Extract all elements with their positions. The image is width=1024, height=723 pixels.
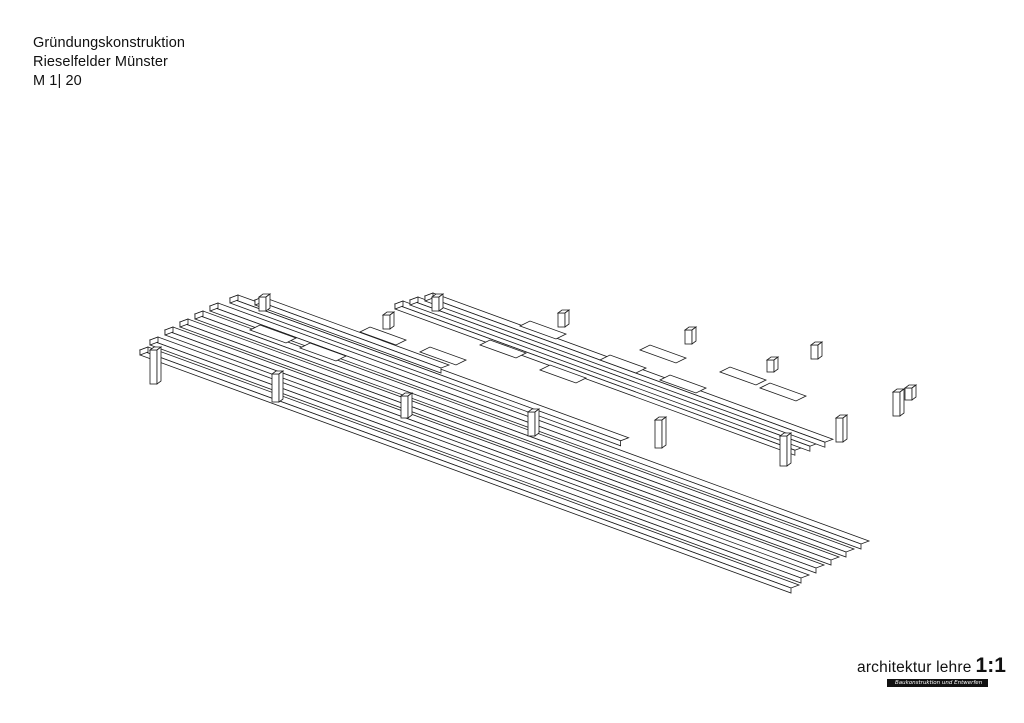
post [149, 349, 158, 385]
beam-side [164, 329, 817, 574]
post-side [899, 388, 905, 417]
beam-end [179, 318, 189, 328]
post [904, 387, 913, 401]
post-side [534, 408, 540, 437]
drawing-title: Gründungskonstruktion [33, 35, 186, 51]
drawing-scale: M 1| 20 [33, 73, 82, 89]
post [258, 296, 267, 312]
title-block: Gründungskonstruktion Rieselfelder Münst… [33, 34, 185, 91]
post [766, 359, 775, 373]
post [654, 419, 663, 449]
deck-board [298, 342, 348, 362]
beam-end [209, 302, 219, 312]
beam-side [179, 321, 832, 566]
post-side [389, 311, 395, 330]
post-side [842, 414, 848, 443]
post [400, 395, 409, 419]
deck-board [598, 354, 648, 374]
post-side [438, 293, 444, 312]
post [835, 417, 844, 443]
beam-end [194, 310, 204, 320]
post [810, 344, 819, 360]
post [779, 435, 788, 467]
post [382, 314, 391, 330]
beam-end [149, 336, 159, 346]
deck-board [248, 324, 298, 344]
post-side [691, 326, 697, 345]
beam [148, 336, 811, 579]
post-side [786, 432, 792, 467]
brand-scale: 1:1 [975, 654, 1006, 677]
beam-group [138, 292, 871, 594]
deck-board [538, 364, 588, 384]
beam [163, 326, 826, 569]
post-side [911, 384, 917, 401]
deck-board [418, 346, 468, 366]
deck-board [358, 326, 408, 346]
deck-board [478, 339, 528, 359]
beam-end [229, 294, 239, 304]
beam-end [409, 296, 419, 306]
post [271, 373, 280, 403]
brand-text: architektur lehre [857, 659, 972, 676]
brand-subtitle: Baukonstruktion und Entwerfen [895, 680, 983, 686]
beam-end [139, 346, 149, 356]
beam-end [394, 300, 404, 310]
post [431, 296, 440, 312]
deck-board [718, 366, 768, 386]
brand-subtitle-bar: Baukonstruktion und Entwerfen [887, 679, 988, 687]
deck-board [638, 344, 688, 364]
post-side [564, 309, 570, 328]
project-name: Rieselfelder Münster [33, 54, 168, 70]
deck-board [518, 320, 568, 340]
post [527, 411, 536, 437]
post-side [265, 293, 271, 312]
beam-side [149, 339, 802, 584]
post-side [278, 370, 284, 403]
brand-logo: architektur lehre 1:1 Baukonstruktion un… [857, 654, 1006, 690]
beam-end [164, 326, 174, 336]
post-side [407, 392, 413, 419]
post-side [773, 356, 779, 373]
post [557, 312, 566, 328]
deck-board [758, 382, 808, 402]
post [684, 329, 693, 345]
deck-board [658, 374, 708, 394]
post [892, 391, 901, 417]
post-group [148, 293, 918, 467]
post-side [156, 346, 162, 385]
post-side [661, 416, 667, 449]
post-side [817, 341, 823, 360]
